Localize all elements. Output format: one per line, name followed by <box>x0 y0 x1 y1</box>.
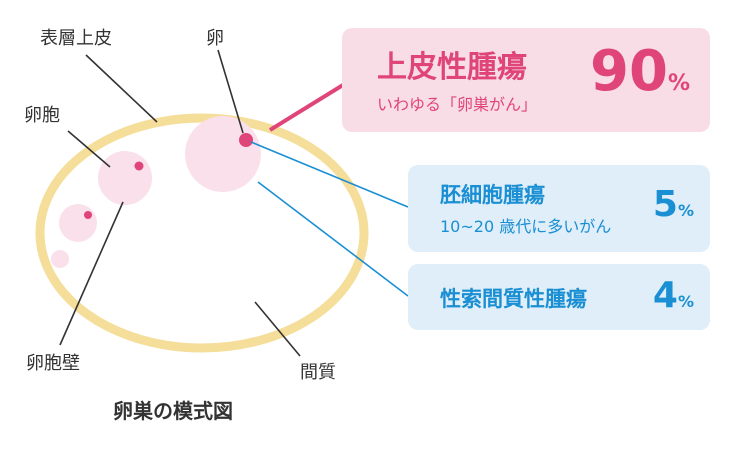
leader-surface-epithelium <box>85 54 158 123</box>
germ-cell-tumor-name: 胚細胞腫瘍 <box>440 183 545 207</box>
epithelial-tumor-subtitle: いわゆる「卵巣がん」 <box>377 95 538 114</box>
percent-value: 90 <box>590 39 668 104</box>
percent-unit: % <box>677 201 694 220</box>
leader-ovum <box>217 49 244 134</box>
epithelial-tumor-name: 上皮性腫瘍 <box>377 50 527 85</box>
percent-unit: % <box>667 71 690 96</box>
epithelial-tumor-card: 上皮性腫瘍 いわゆる「卵巣がん」 90% <box>342 28 710 132</box>
follicle-small <box>51 250 69 268</box>
label-surface-epithelium: 表層上皮 <box>40 28 112 49</box>
follicle-mature <box>185 116 261 192</box>
germ-cell-tumor-card: 胚細胞腫瘍 10~20 歳代に多いがん 5% <box>408 165 710 252</box>
germ-cell-tumor-percent: 5% <box>653 187 694 223</box>
leader-epithelial-tumor <box>268 83 345 132</box>
leader-follicle <box>67 130 111 168</box>
diagram-caption: 卵巣の模式図 <box>113 399 233 423</box>
ovary-outline <box>35 113 369 353</box>
leader-follicle-wall <box>59 201 124 346</box>
follicle-medium <box>59 204 97 242</box>
leader-stroma <box>254 301 301 357</box>
percent-value: 5 <box>652 184 678 225</box>
percent-value: 4 <box>652 275 678 316</box>
label-follicle: 卵胞 <box>24 105 60 126</box>
ovum-dot <box>84 211 92 219</box>
ovum-dot <box>134 161 144 171</box>
ovum-dot-main <box>239 133 253 147</box>
label-ovum: 卵 <box>206 28 224 49</box>
sex-cord-stromal-tumor-name: 性索間質性腫瘍 <box>440 287 587 311</box>
leader-sex-cord-tumor <box>257 181 409 297</box>
epithelial-tumor-percent: 90% <box>590 44 690 100</box>
sex-cord-stromal-tumor-percent: 4% <box>653 278 694 314</box>
leader-germ-cell-tumor <box>250 141 409 208</box>
label-stroma: 間質 <box>300 362 336 383</box>
follicle-large <box>98 151 152 205</box>
sex-cord-stromal-tumor-card: 性索間質性腫瘍 4% <box>408 264 710 330</box>
germ-cell-tumor-subtitle: 10~20 歳代に多いがん <box>440 217 612 236</box>
percent-unit: % <box>677 292 694 311</box>
label-follicle-wall: 卵胞壁 <box>26 353 80 374</box>
